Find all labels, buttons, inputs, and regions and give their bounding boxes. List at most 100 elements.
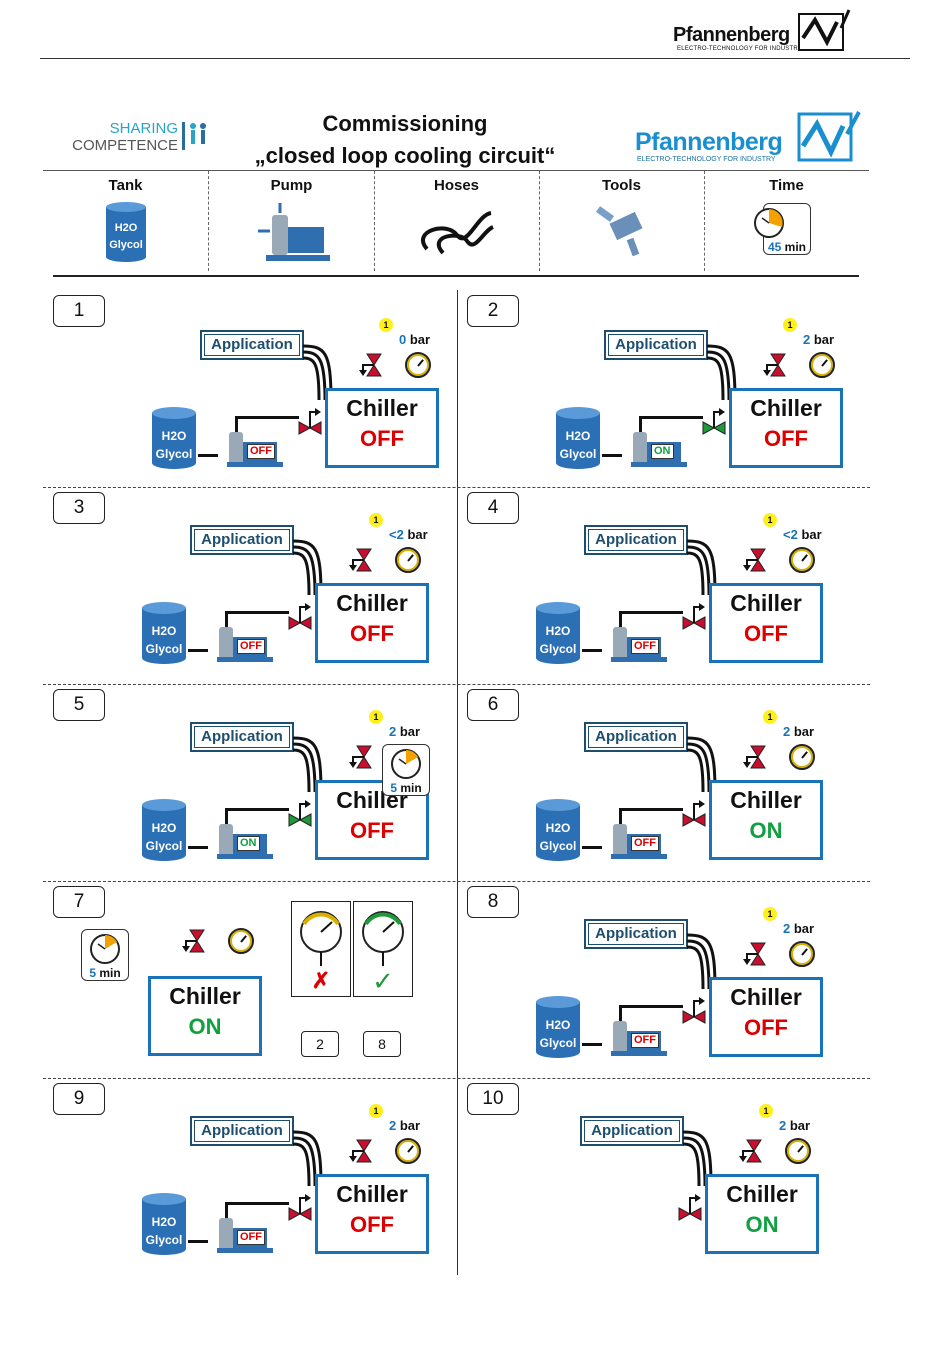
pipe: [198, 454, 218, 457]
pressure-value: 2: [389, 724, 397, 739]
step-number: 2: [467, 295, 519, 327]
pressure-gauge-icon: [395, 1138, 421, 1164]
pressure-readout: 2 bar: [779, 1118, 810, 1133]
pipe: [188, 846, 208, 849]
header-brand-name: Pfannenberg: [635, 128, 783, 156]
people-icon: [182, 122, 206, 150]
pipe: [582, 1043, 602, 1046]
gauge-fail-panel: ✗: [291, 901, 351, 997]
svg-text:Glycol: Glycol: [146, 1233, 183, 1247]
chiller-label: Chiller: [336, 590, 408, 616]
application-box: Application: [580, 1116, 684, 1146]
timer-unit: min: [784, 240, 807, 254]
top-brand-name: Pfannenberg: [673, 24, 790, 46]
step-badge: 1: [369, 710, 383, 724]
chiller-state: OFF: [350, 621, 394, 646]
sharing-competence-logo: SHARING COMPETENCE: [53, 120, 178, 154]
pipe: [639, 416, 642, 432]
wrench-icon: [595, 206, 642, 257]
pipe: [582, 649, 602, 652]
pipe: [619, 808, 622, 824]
step-badge: 1: [759, 1104, 773, 1118]
timer-icon: 5 min: [382, 744, 430, 796]
return-valve-icon: [287, 1192, 313, 1227]
document-title: Commissioning „closed loop cooling circu…: [250, 108, 560, 172]
step-number: 7: [53, 886, 105, 918]
return-valve-icon: [287, 798, 313, 833]
brand-wave-icon: [797, 111, 861, 162]
chiller-state: OFF: [744, 1015, 788, 1040]
return-valve-icon: [287, 601, 313, 636]
header-brand-logo: Pfannenberg ELECTRO-TECHNOLOGY FOR INDUS…: [635, 110, 865, 170]
svg-text:H2O: H2O: [546, 1018, 571, 1032]
application-box: Application: [190, 722, 294, 752]
timer-unit: min: [400, 781, 422, 795]
return-valve-icon: [681, 995, 707, 1030]
tank-icon: H2O Glycol: [105, 202, 146, 262]
pressure-readout: 2 bar: [783, 921, 814, 936]
chiller-label: Chiller: [750, 395, 822, 421]
top-logo: Pfannenberg ELECTRO-TECHNOLOGY FOR INDUS…: [665, 8, 855, 52]
pipe: [225, 611, 289, 614]
req-label: Pump: [270, 177, 313, 194]
svg-text:H2O: H2O: [152, 821, 177, 835]
vent-valve-icon: [349, 545, 379, 580]
timer-text: 5 min: [82, 966, 128, 980]
return-valve-icon: [681, 798, 707, 833]
req-label: Tools: [602, 177, 641, 194]
application-box: Application: [584, 525, 688, 555]
title-line-1: Commissioning: [322, 111, 488, 136]
header-brand-tagline: ELECTRO-TECHNOLOGY FOR INDUSTRY: [637, 156, 776, 163]
pressure-value: <2: [783, 527, 798, 542]
pressure-value: 2: [783, 724, 791, 739]
step-number: 5: [53, 689, 105, 721]
go-to-step-2: 2: [301, 1031, 339, 1057]
chiller-label: Chiller: [730, 590, 802, 616]
hose-icon: [686, 931, 727, 996]
pump-state: ON: [651, 444, 674, 459]
step-number: 6: [467, 689, 519, 721]
chiller-label: Chiller: [346, 395, 418, 421]
hose-icon: [706, 342, 747, 407]
pressure-gauge-icon: [228, 928, 254, 954]
pressure-readout: <2 bar: [783, 527, 822, 542]
svg-text:Glycol: Glycol: [540, 642, 577, 656]
step-number: 8: [467, 886, 519, 918]
req-hoses: Hoses: [374, 171, 540, 271]
top-bar: Pfannenberg ELECTRO-TECHNOLOGY FOR INDUS…: [40, 0, 910, 59]
hose-icon: [292, 1128, 333, 1193]
pump-state: OFF: [631, 1033, 659, 1048]
application-box: Application: [604, 330, 708, 360]
top-brand-tagline: ELECTRO-TECHNOLOGY FOR INDUSTRY: [677, 46, 802, 52]
pipe: [235, 416, 299, 419]
hose-icon: [682, 1128, 723, 1193]
pipe: [619, 1005, 622, 1021]
step-badge: 1: [763, 513, 777, 527]
hose-icon: [302, 342, 343, 407]
divider: [43, 684, 870, 685]
pressure-value: 2: [783, 921, 791, 936]
svg-text:Glycol: Glycol: [540, 839, 577, 853]
pipe: [619, 808, 683, 811]
pipe: [225, 808, 228, 824]
go-to-step-8: 8: [363, 1031, 401, 1057]
svg-text:Glycol: Glycol: [156, 447, 193, 461]
step-number: 10: [467, 1083, 519, 1115]
req-tools: Tools: [539, 171, 705, 271]
vent-valve-icon: [743, 545, 773, 580]
pump-state: ON: [237, 836, 260, 851]
pressure-readout: <2 bar: [389, 527, 428, 542]
svg-text:H2O: H2O: [162, 429, 187, 443]
pipe: [225, 1202, 228, 1218]
pressure-unit: bar: [399, 1118, 421, 1133]
svg-text:H2O: H2O: [566, 429, 591, 443]
